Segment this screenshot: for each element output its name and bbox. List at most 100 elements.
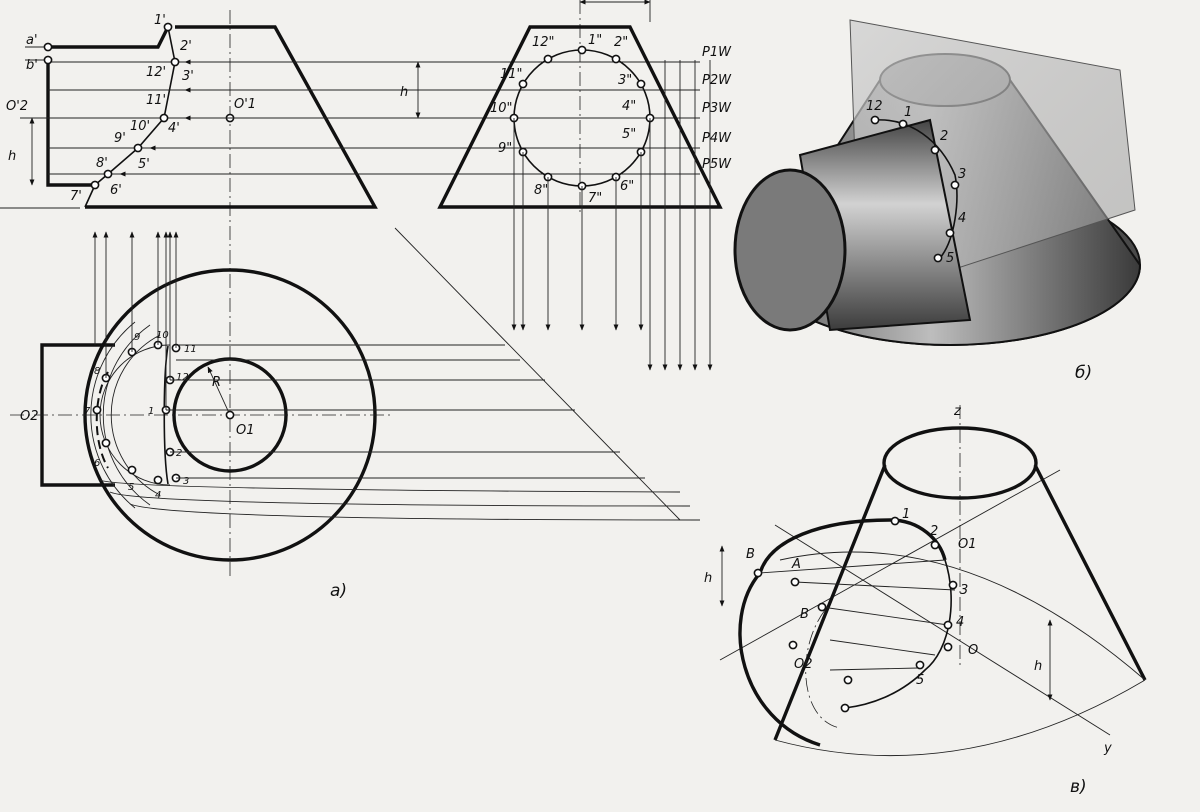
iso-b-label-5: 5: [946, 251, 954, 266]
construction-lines: [92, 60, 713, 521]
front-cone-outline: [85, 25, 378, 209]
side-label-6: 6": [620, 179, 634, 194]
iso-c-cone-base-back: [779, 551, 1146, 681]
top-label-3: 3: [183, 476, 189, 487]
top-label-4: 4: [155, 490, 161, 501]
label-10-prime: 10': [130, 119, 150, 134]
top-view: 1 2 3 4 5 6 7 8 9 10 11 12 O2 O1 R а): [10, 268, 390, 601]
side-label-8: 8": [534, 183, 548, 198]
label-5-prime: 5': [138, 157, 150, 172]
side-label-11: 11": [500, 67, 523, 82]
top-label-7: 7: [84, 406, 91, 417]
iso-c-label-4: 4: [956, 615, 964, 630]
iso-c-cross-axis: [719, 469, 1061, 661]
label-9-prime: 9': [114, 131, 126, 146]
iso-b-label-3: 3: [958, 167, 966, 182]
top-label-9: 9: [134, 332, 140, 343]
label-12-prime: 12': [146, 65, 166, 80]
iso-b-label-12: 12: [866, 99, 883, 114]
side-label-2: 2": [614, 35, 628, 50]
iso-c-view: z y 1 2 O1 3 4 5 O O2 B A B h h в): [704, 404, 1147, 797]
side-label-1: 1": [588, 33, 602, 48]
side-cone-outline: [437, 25, 723, 209]
label-1-prime: 1': [154, 13, 166, 28]
top-label-10: 10: [156, 330, 169, 341]
front-cylinder-top: [48, 26, 170, 49]
iso-c-label-5: 5: [916, 673, 924, 688]
side-label-3: 3": [618, 73, 632, 88]
plane-p5w-label: P5W: [702, 157, 732, 172]
iso-c-label-1: 1: [902, 507, 910, 522]
iso-c-generators: [759, 559, 956, 671]
top-label-11: 11: [184, 344, 197, 355]
top-label-8: 8: [94, 366, 100, 377]
iso-c-cone-left: [773, 464, 887, 741]
iso-b-label-1: 1: [904, 105, 912, 120]
iso-c-label-h-left: h: [704, 571, 712, 586]
side-label-5: 5": [622, 127, 636, 142]
caption-c: в): [1070, 777, 1087, 797]
iso-c-label-o: O: [968, 643, 978, 658]
top-label-1: 1: [148, 406, 154, 417]
top-label-o2: O2: [20, 409, 39, 424]
side-label-4: 4": [622, 99, 636, 114]
front-points: [43, 22, 235, 190]
front-view: h a' b' 1' 2' 12' 3' 11' 4' 10' 9' 5' 8'…: [0, 10, 700, 580]
top-construction-arcs: [90, 321, 171, 509]
side-label-10: 10": [490, 101, 513, 116]
iso-c-label-o1: O1: [958, 537, 977, 552]
label-6-prime: 6': [110, 183, 122, 198]
iso-b-label-4: 4: [958, 211, 966, 226]
iso-c-label-b-mid: B: [800, 607, 809, 622]
label-7-prime: 7': [70, 189, 82, 204]
iso-c-intersection: [844, 559, 952, 709]
side-label-9: 9": [498, 141, 512, 156]
top-intersection-hidden: [95, 371, 109, 469]
iso-c-label-o2: O2: [794, 657, 813, 672]
iso-b-cylinder-face: [733, 168, 847, 332]
iso-c-y-axis: [774, 524, 1111, 736]
iso-b-points: [870, 115, 960, 263]
plane-p4w-label: P4W: [702, 131, 732, 146]
iso-b-view: 12 1 2 3 4 5 б): [733, 19, 1142, 383]
iso-c-cone-top: [882, 426, 1038, 500]
caption-a: а): [330, 581, 347, 601]
top-label-6: 6: [94, 458, 100, 469]
label-8-prime: 8': [96, 156, 108, 171]
plane-p3w-label: P3W: [702, 101, 732, 116]
iso-c-label-y: y: [1103, 741, 1112, 756]
side-label-7: 7": [588, 191, 602, 206]
label-11-prime: 11': [146, 93, 166, 108]
top-label-o1: O1: [236, 423, 255, 438]
iso-b-label-2: 2: [940, 129, 948, 144]
iso-c-hidden-curve: [805, 609, 841, 729]
label-2-prime: 2': [180, 39, 192, 54]
label-3-prime: 3': [182, 69, 194, 84]
top-label-r: R: [212, 375, 221, 390]
caption-b: б): [1075, 363, 1092, 383]
iso-c-cone-base: [774, 679, 1146, 757]
side-dim-label: h: [400, 85, 408, 100]
side-view: h 1" 2" 3" 4" 5" 6" 7" 8" 9" 10" 11" 12"…: [119, 0, 732, 212]
iso-c-label-h-right: h: [1034, 659, 1042, 674]
front-cylinder-body: [46, 60, 92, 187]
label-b-prime: b': [26, 58, 38, 73]
label-o1-prime: O'1: [234, 97, 256, 112]
iso-c-label-3: 3: [960, 583, 968, 598]
label-o2-prime: O'2: [6, 99, 28, 114]
plane-p2w-label: P2W: [702, 73, 732, 88]
top-radius-line: [207, 366, 231, 416]
iso-c-points: [753, 516, 958, 713]
iso-c-label-b-top: B: [746, 547, 755, 562]
top-label-2: 2: [176, 448, 182, 459]
iso-c-label-z: z: [953, 404, 962, 419]
top-label-5: 5: [128, 482, 134, 493]
iso-c-label-a: A: [791, 557, 801, 572]
iso-c-cone-right: [1033, 464, 1147, 681]
front-dim-label: h: [8, 149, 16, 164]
iso-c-cylinder-top: [758, 518, 947, 574]
iso-c-label-2: 2: [930, 524, 938, 539]
label-a-prime: a': [26, 33, 38, 48]
iso-c-cylinder-face: [738, 571, 821, 747]
